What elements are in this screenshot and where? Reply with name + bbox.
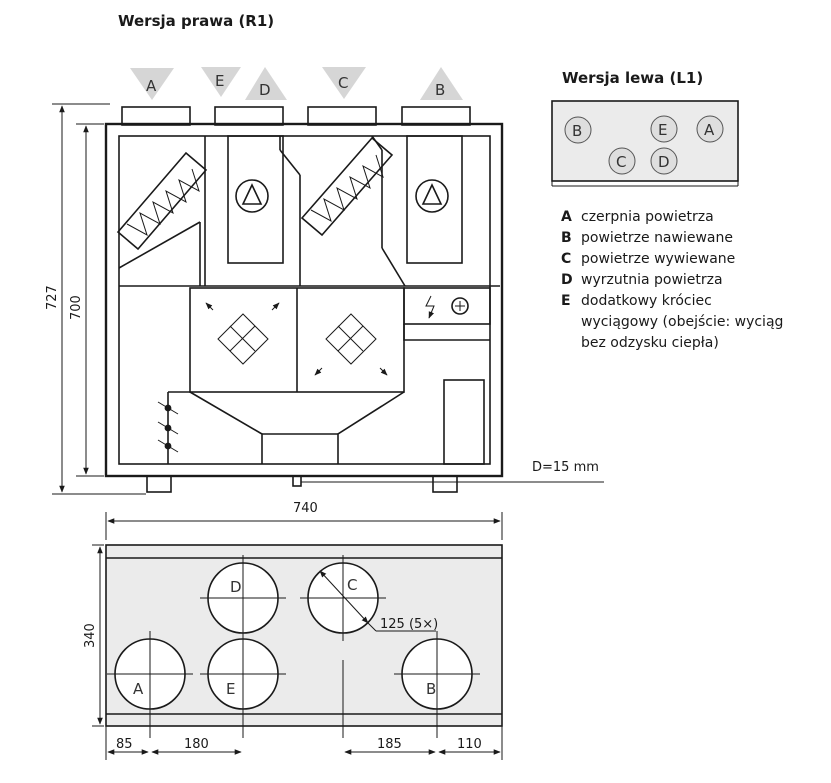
svg-text:B: B — [426, 680, 436, 698]
exchanger-symbol-left — [205, 302, 280, 365]
svg-text:D: D — [259, 81, 271, 99]
legend-text-e-line3: bez odzysku ciepła) — [581, 335, 719, 351]
legend-key-d: D — [561, 272, 573, 288]
bottom-view: 740 340 D C 125 (5×) — [83, 501, 503, 760]
port-marker-c: C — [322, 67, 366, 99]
svg-text:D: D — [230, 578, 242, 596]
bottom-circle-b: B — [394, 631, 480, 738]
drain-label: D=15 mm — [532, 460, 599, 475]
dim-185-label: 185 — [377, 737, 402, 752]
left-version-title: Wersja lewa (L1) — [562, 69, 703, 87]
svg-text:A: A — [146, 77, 157, 95]
legend-key-a: A — [561, 209, 572, 225]
svg-text:E: E — [658, 121, 667, 139]
bottom-circle-a: A — [107, 631, 193, 738]
dim-727-label: 727 — [45, 285, 60, 310]
dim-740-label: 740 — [293, 501, 318, 516]
dim-180-label: 180 — [184, 737, 209, 752]
bottom-circle-d: D — [200, 555, 286, 641]
left-version-diagram: B E A C D — [551, 100, 739, 187]
unit-front-view — [104, 106, 504, 493]
l1-circle-c: C — [608, 147, 636, 175]
dim-700-label: 700 — [69, 295, 84, 320]
dim-110-label: 110 — [457, 737, 482, 752]
svg-text:A: A — [133, 680, 144, 698]
legend-key-e: E — [561, 293, 571, 309]
svg-text:A: A — [704, 121, 715, 139]
svg-text:B: B — [435, 81, 445, 99]
svg-text:E: E — [215, 72, 224, 90]
legend-text-d: wyrzutnia powietrza — [581, 272, 723, 288]
dim-diameter-label: 125 (5×) — [380, 617, 438, 632]
exchanger-symbol-right — [314, 313, 388, 376]
legend-key-c: C — [561, 251, 571, 267]
legend-text-e: dodatkowy króciec — [581, 293, 712, 309]
svg-text:C: C — [338, 74, 348, 92]
port-marker-a: A — [130, 68, 174, 100]
legend: A czerpnia powietrza B powietrze nawiewa… — [561, 209, 783, 351]
port-marker-e: E — [201, 67, 241, 97]
filter-left — [116, 151, 208, 251]
svg-text:E: E — [226, 680, 235, 698]
svg-text:C: C — [347, 576, 357, 594]
dimension-height: 727 700 — [45, 103, 146, 495]
dim-340-label: 340 — [83, 623, 98, 648]
svg-text:D: D — [658, 153, 670, 171]
svg-text:B: B — [572, 122, 582, 140]
legend-text-a: czerpnia powietrza — [581, 209, 714, 225]
dim-85-label: 85 — [116, 737, 133, 752]
svg-text:C: C — [616, 153, 626, 171]
legend-text-b: powietrze nawiewane — [581, 230, 733, 246]
l1-circle-b: B — [564, 116, 592, 144]
bottom-circle-c: C — [300, 555, 386, 641]
port-marker-d: D — [245, 67, 287, 100]
port-marker-b: B — [420, 67, 463, 100]
filter-right — [300, 136, 394, 237]
l1-circle-a: A — [696, 115, 724, 143]
legend-key-b: B — [561, 230, 572, 246]
port-markers: A E D C B — [130, 67, 463, 100]
right-version-title: Wersja prawa (R1) — [118, 12, 274, 30]
legend-text-c: powietrze wywiewane — [581, 251, 735, 267]
l1-circle-e: E — [650, 115, 678, 143]
l1-circle-d: D — [650, 147, 678, 175]
legend-text-e-line2: wyciągowy (obejście: wyciąg — [581, 314, 783, 330]
bottom-circle-e: E — [200, 631, 286, 738]
